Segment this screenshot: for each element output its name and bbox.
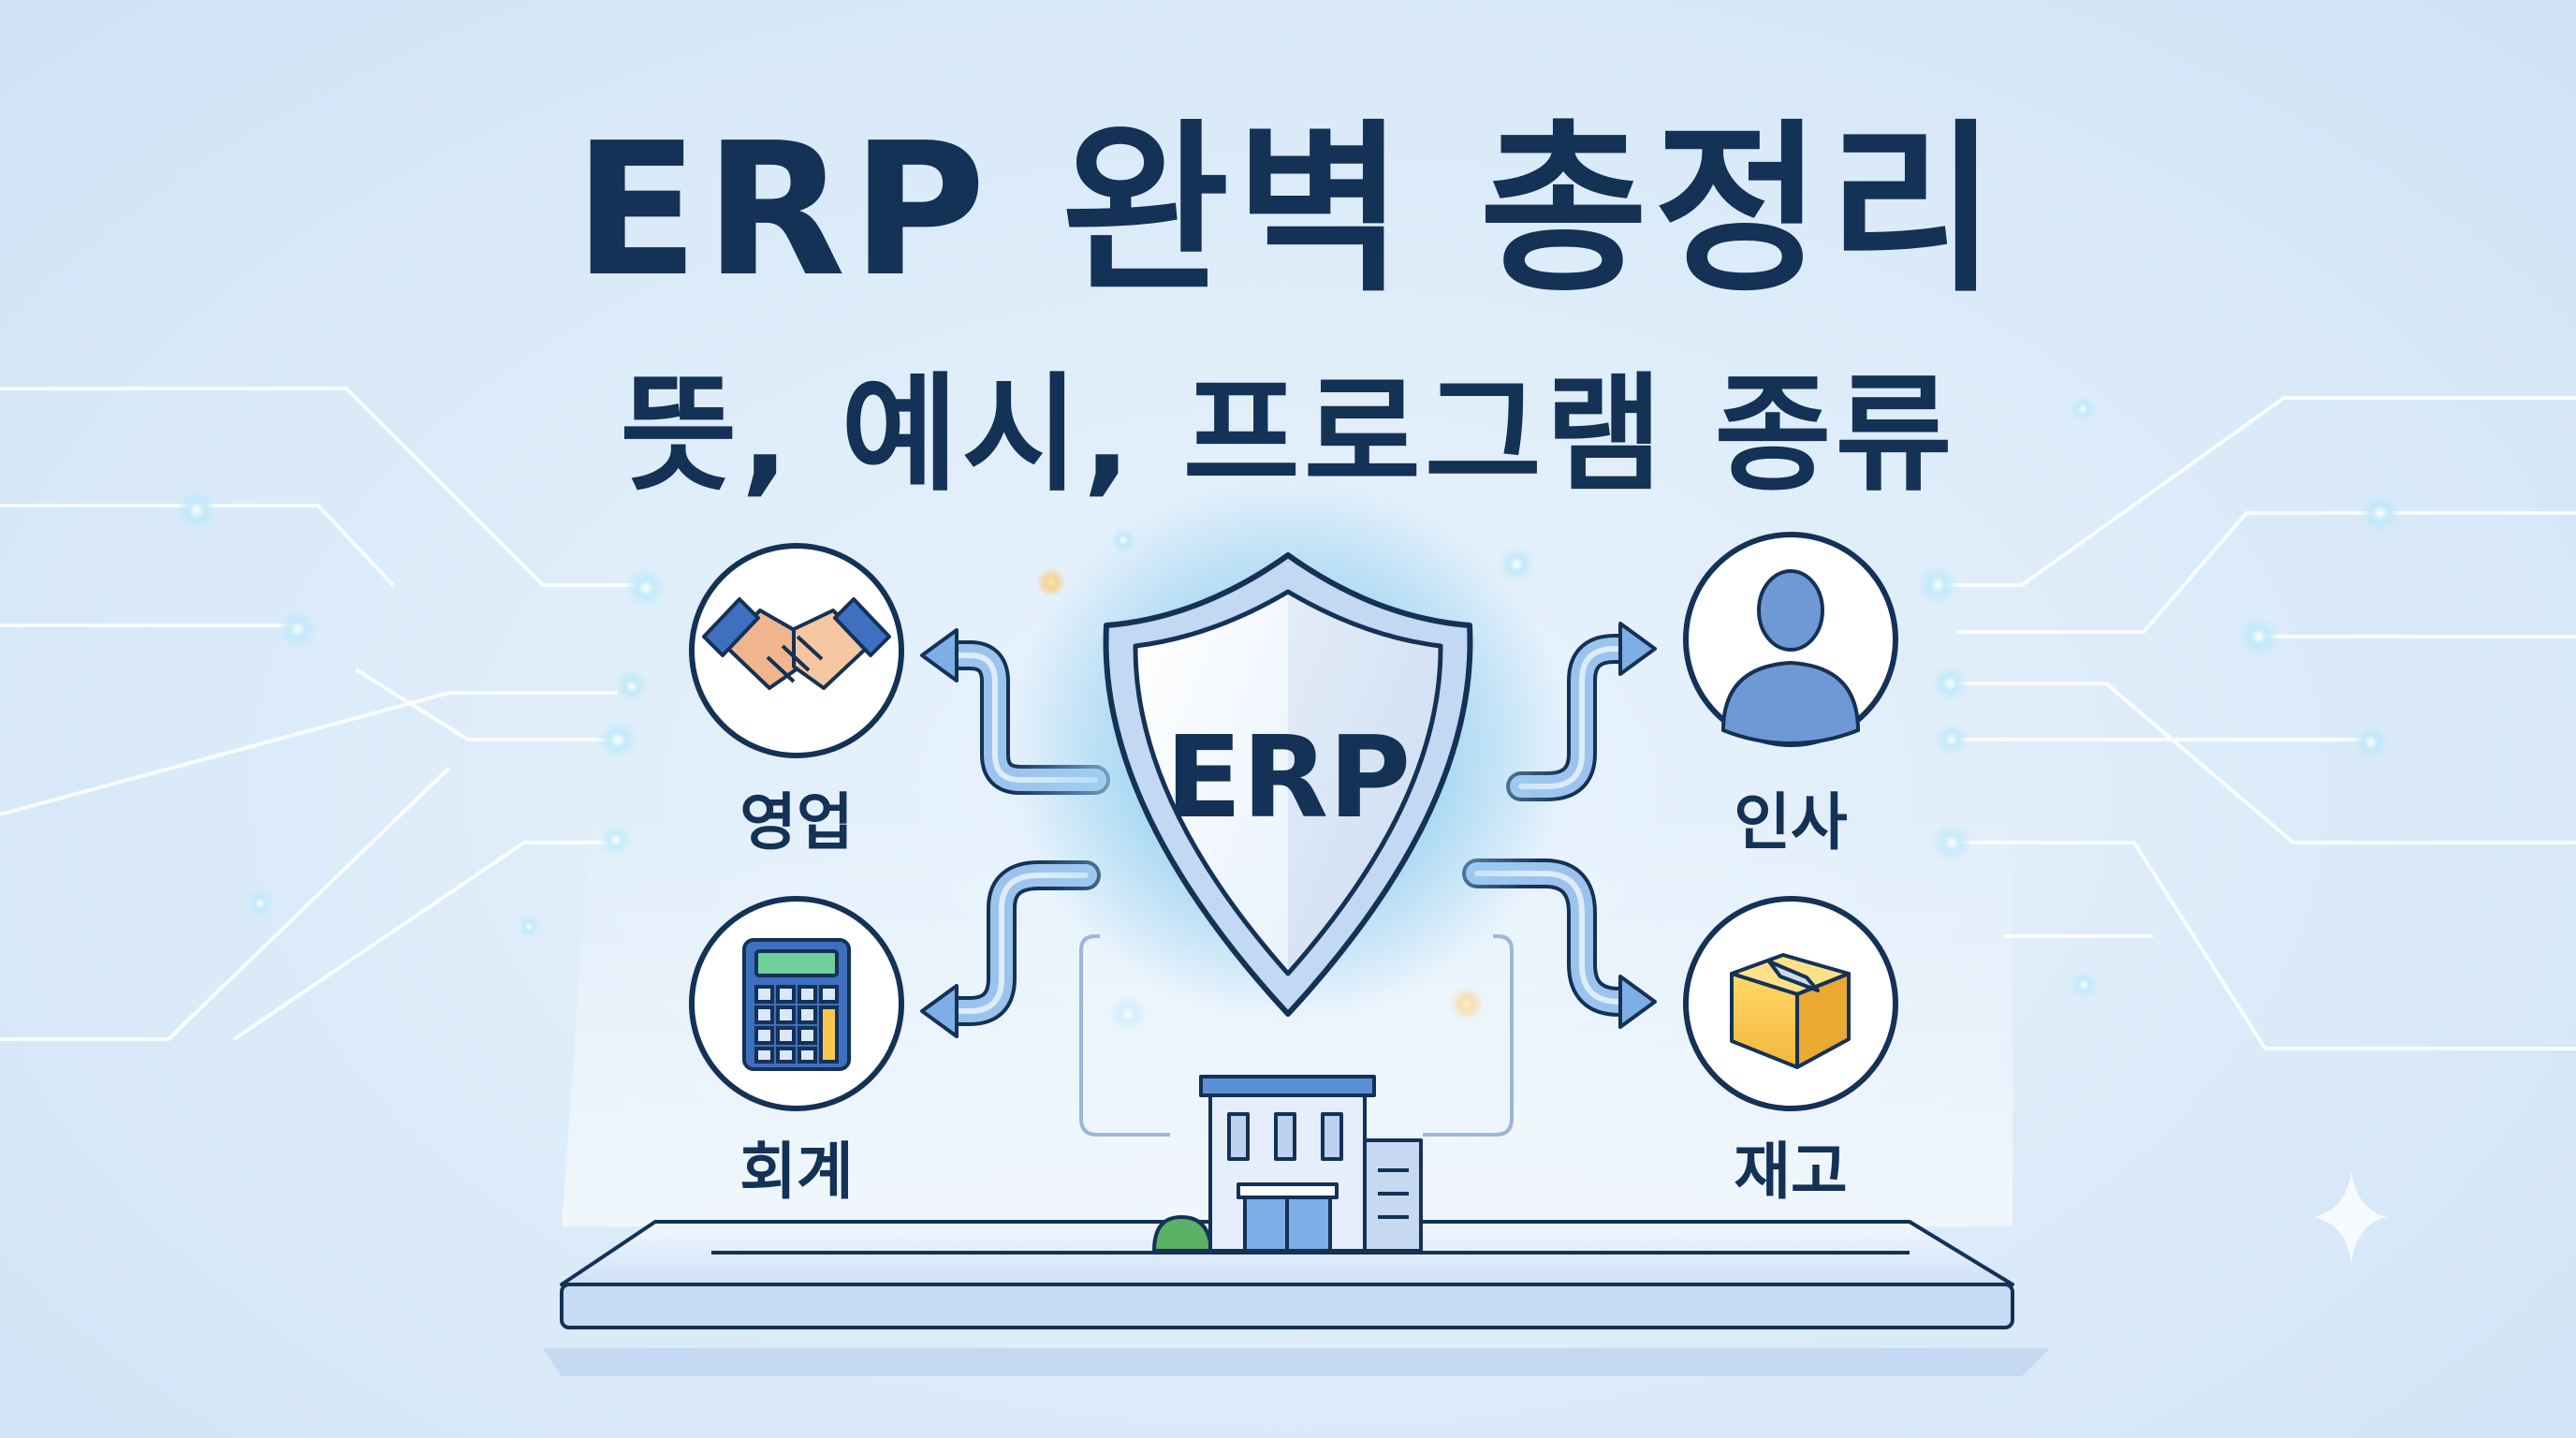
page-title: ERP 완벽 총정리 [573, 104, 2003, 317]
box-icon [1730, 953, 1851, 1069]
light-beam [562, 824, 2012, 1226]
sales-module [689, 543, 904, 758]
building-icon [1152, 1075, 1423, 1253]
shield-label: ERP [1164, 713, 1412, 844]
platform [543, 1220, 2050, 1376]
module-label-sales: 영업 [739, 786, 854, 858]
inventory-module [1683, 896, 1898, 1111]
page-subtitle: 뜻, 예시, 프로그램 종류 [620, 361, 1956, 509]
handshake-icon [702, 597, 891, 690]
circuit-lines-left [0, 387, 637, 1041]
module-label-accounting: 회계 [739, 1136, 854, 1208]
shield-icon [1007, 477, 1569, 1020]
circuit-lines-right [1938, 396, 2576, 1050]
accounting-module [689, 896, 904, 1111]
hr-module [1683, 532, 1898, 747]
module-label-inventory: 재고 [1734, 1136, 1848, 1208]
sparkle-icon [2314, 1170, 2387, 1264]
module-label-hr: 인사 [1734, 786, 1848, 858]
calculator-icon [742, 938, 851, 1071]
person-icon [1720, 569, 1861, 746]
